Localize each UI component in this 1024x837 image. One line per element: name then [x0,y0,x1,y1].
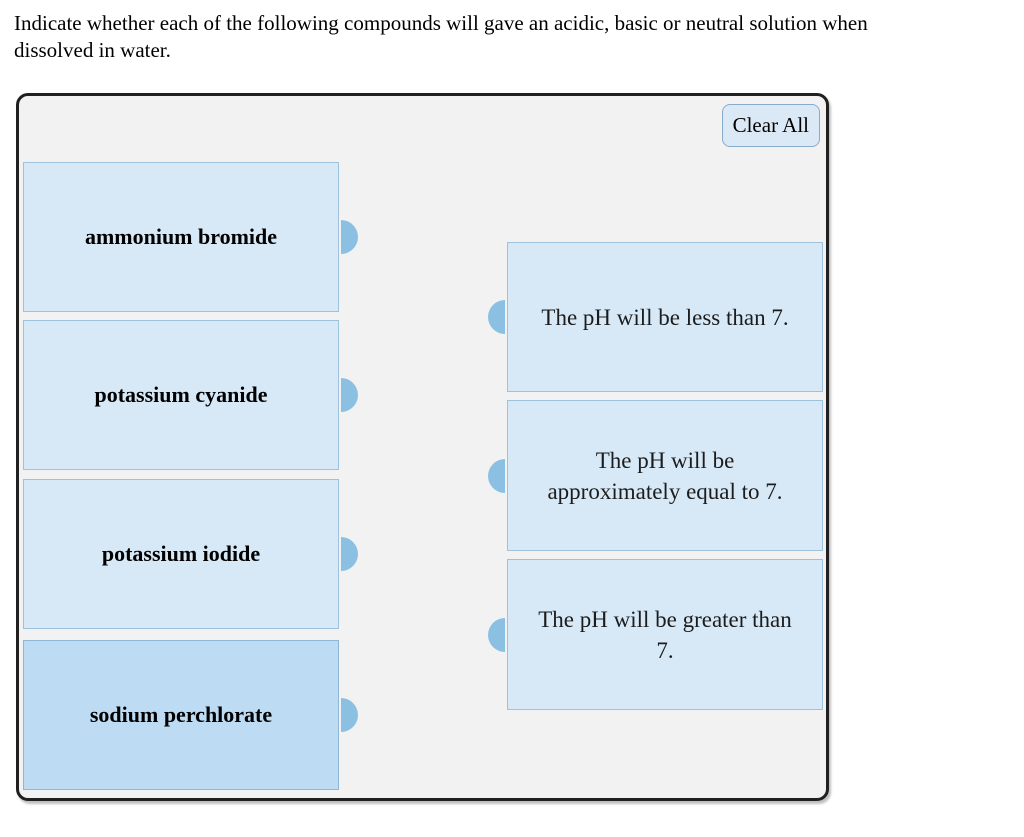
question-text: Indicate whether each of the following c… [14,11,868,62]
connector-handle-icon[interactable] [341,698,358,732]
connector-handle-icon[interactable] [341,378,358,412]
compound-label: sodium perchlorate [89,702,273,727]
compound-label: potassium cyanide [94,382,268,407]
answer-card-ph-less-than-7[interactable]: The pH will be less than 7. [488,242,823,392]
compound-card-ammonium-bromide[interactable]: ammonium bromide [23,162,358,312]
quiz-panel: Clear All ammonium bromide potassium cya… [16,93,829,801]
answer-text: The pH will be approximately equal to 7. [547,447,783,504]
compound-card-potassium-cyanide[interactable]: potassium cyanide [23,320,358,470]
connector-handle-icon[interactable] [341,220,358,254]
connector-handle-icon[interactable] [488,458,505,493]
connector-handle-icon[interactable] [488,617,505,652]
answer-text: The pH will be less than 7. [541,304,789,330]
answer-card-ph-greater-than-7[interactable]: The pH will be greater than 7. [488,559,823,710]
compound-card-sodium-perchlorate[interactable]: sodium perchlorate [23,640,358,790]
answer-text: The pH will be greater than 7. [538,606,792,663]
clear-all-button[interactable]: Clear All [721,104,820,147]
connector-handle-icon[interactable] [488,300,505,334]
answer-card-ph-equal-7[interactable]: The pH will be approximately equal to 7. [488,400,823,551]
compound-card-potassium-iodide[interactable]: potassium iodide [23,479,358,629]
compound-label: potassium iodide [101,541,261,566]
connector-handle-icon[interactable] [341,537,358,571]
compound-label: ammonium bromide [84,224,278,249]
